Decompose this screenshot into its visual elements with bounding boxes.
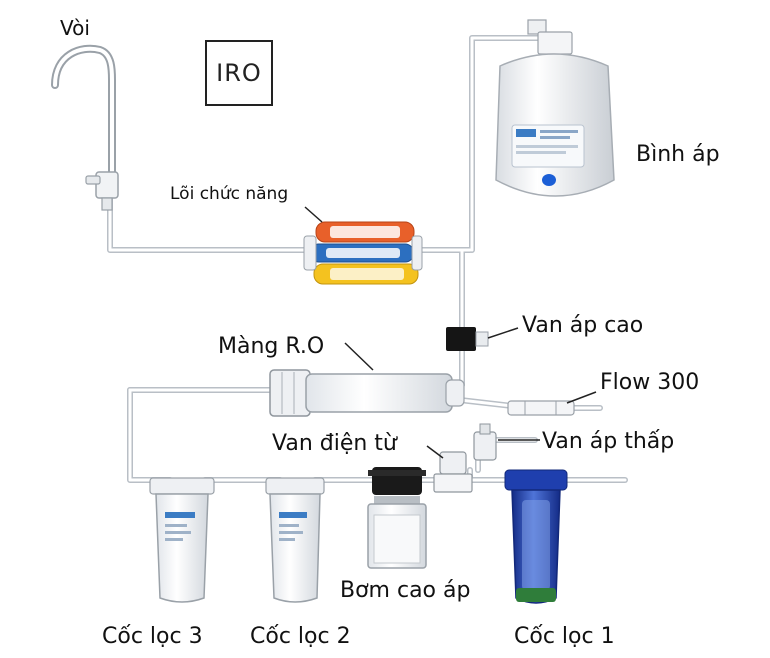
label-flow: Flow 300 — [600, 370, 700, 395]
label-ro-membrane: Màng R.O — [218, 334, 325, 359]
flow-restrictor-icon — [507, 391, 597, 416]
label-filter-cup-2: Cốc lọc 2 — [250, 624, 351, 649]
low-pressure-valve-icon — [473, 423, 540, 461]
label-low-pressure-valve: Van áp thấp — [542, 429, 675, 454]
label-booster-pump: Bơm cao áp — [340, 578, 471, 603]
label-pressure-tank: Bình áp — [636, 142, 720, 167]
functional-cores-icon — [303, 221, 423, 285]
label-high-pressure-valve: Van áp cao — [522, 313, 644, 338]
faucet-icon — [51, 44, 119, 211]
filter-cup-2-icon — [265, 477, 325, 603]
pressure-tank-icon — [495, 19, 615, 197]
booster-pump-icon — [367, 467, 427, 569]
ro-membrane-icon — [269, 342, 465, 417]
filter-cup-3-icon — [149, 477, 215, 603]
label-filter-cup-3: Cốc lọc 3 — [102, 624, 203, 649]
brand-logo: IRO — [205, 40, 273, 106]
label-functional-cores: Lõi chức năng — [170, 184, 289, 204]
label-solenoid-valve: Van điện từ — [272, 431, 397, 456]
high-pressure-valve-icon — [446, 327, 519, 351]
label-filter-cup-1: Cốc lọc 1 — [514, 624, 615, 649]
functional-cores-pointer — [304, 206, 323, 223]
solenoid-valve-icon — [426, 445, 473, 493]
label-faucet: Vòi — [60, 16, 90, 40]
filter-cup-1-icon — [504, 469, 568, 604]
